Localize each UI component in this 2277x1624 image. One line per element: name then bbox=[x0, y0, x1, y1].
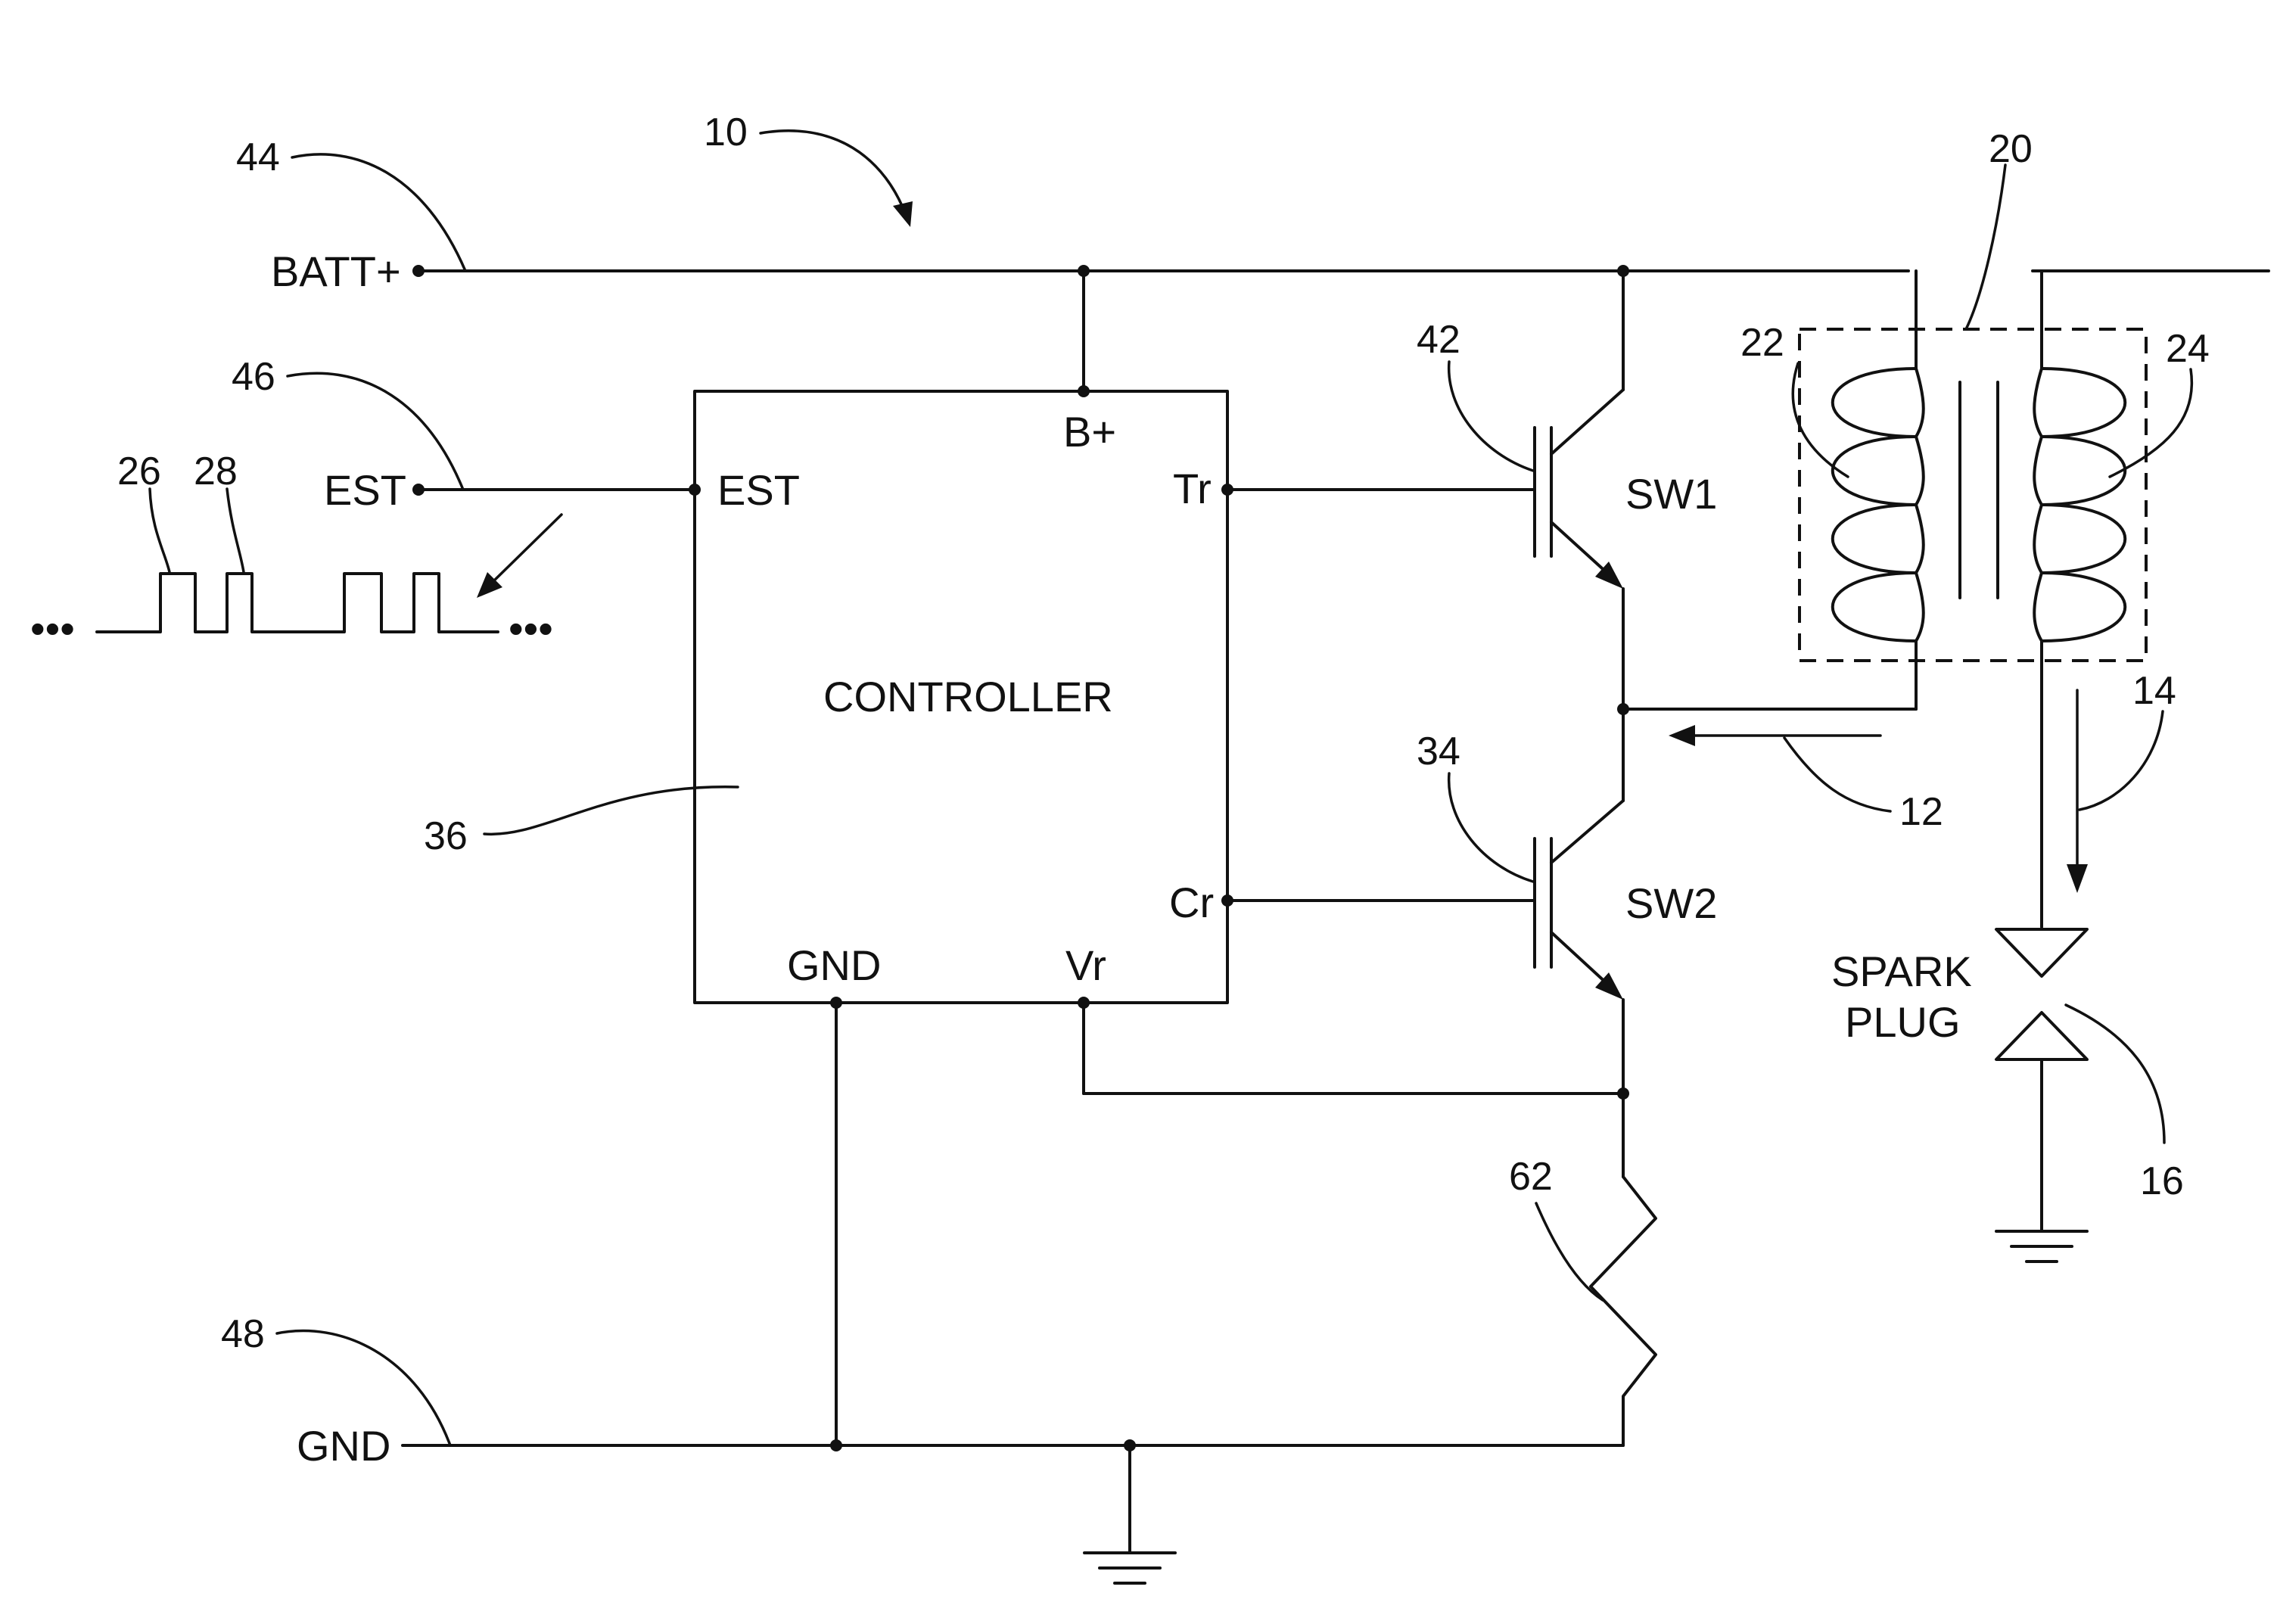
cr-pin-node bbox=[1221, 894, 1233, 907]
ref-20: 20 bbox=[1989, 127, 2033, 171]
pulse-train bbox=[97, 574, 498, 632]
ground-rail: GND 48 bbox=[221, 997, 1623, 1583]
spark-plug-branch: 14 SPARK PLUG 16 bbox=[1831, 669, 2184, 1262]
spark-plug-upper-electrode bbox=[1996, 929, 2087, 976]
current-14-arrowhead bbox=[2067, 864, 2088, 893]
battery-rail: BATT+ 44 bbox=[236, 135, 2269, 295]
system-ref: 10 bbox=[704, 110, 913, 227]
ref-62: 62 bbox=[1509, 1155, 1553, 1199]
spark-plug-lower-electrode bbox=[1996, 1013, 2087, 1059]
ref-36: 36 bbox=[424, 814, 468, 858]
pin-est-label: EST bbox=[717, 466, 800, 514]
spark-plug-label-line2: PLUG bbox=[1845, 998, 1961, 1046]
leader-36 bbox=[484, 787, 738, 835]
current-12-arrowhead bbox=[1669, 725, 1695, 746]
resistor-62 bbox=[1591, 1094, 1656, 1445]
arrowhead-10 bbox=[893, 201, 913, 227]
ref-46: 46 bbox=[232, 355, 275, 399]
gnd-junction-node bbox=[830, 1439, 842, 1451]
spark-plug-label-line1: SPARK bbox=[1831, 947, 1972, 995]
ref-42: 42 bbox=[1417, 318, 1460, 362]
ref-44: 44 bbox=[236, 135, 280, 179]
leader-10-arrow bbox=[761, 131, 908, 221]
ref-28: 28 bbox=[194, 450, 238, 493]
pin-bplus-label: B+ bbox=[1063, 408, 1116, 456]
leader-14 bbox=[2079, 711, 2163, 810]
controller-title: CONTROLLER bbox=[823, 673, 1113, 720]
tr-pin-node bbox=[1221, 484, 1233, 496]
pin-cr-label: Cr bbox=[1169, 879, 1214, 926]
sense-resistor-branch: 62 bbox=[1078, 997, 1656, 1445]
pin-vr-label: Vr bbox=[1065, 941, 1106, 989]
bplus-pin-node bbox=[1078, 385, 1090, 397]
sw2-label: SW2 bbox=[1625, 879, 1717, 927]
batt-terminal-label: BATT+ bbox=[271, 247, 401, 295]
leader-34 bbox=[1449, 773, 1533, 882]
ref-48: 48 bbox=[221, 1312, 265, 1356]
est-waveform: ••• ••• 26 28 bbox=[30, 450, 561, 652]
est-input: EST 46 bbox=[232, 355, 701, 514]
primary-return: 12 bbox=[1617, 703, 1943, 834]
ignition-coil: 20 22 24 bbox=[1740, 127, 2210, 927]
leader-42 bbox=[1449, 362, 1533, 471]
left-ellipsis: ••• bbox=[30, 605, 75, 652]
leader-20 bbox=[1966, 165, 2005, 329]
secondary-winding-24 bbox=[2042, 369, 2125, 641]
vr-pin-node bbox=[1078, 997, 1090, 1009]
leader-12 bbox=[1784, 738, 1890, 811]
ref-12: 12 bbox=[1899, 790, 1943, 834]
ref-14: 14 bbox=[2132, 669, 2176, 713]
batt-terminal-node bbox=[412, 265, 425, 277]
sw1-transistor: SW1 42 bbox=[1221, 271, 1717, 801]
sw2-transistor: SW2 34 bbox=[1221, 730, 1717, 1177]
gnd-terminal-label: GND bbox=[297, 1422, 390, 1470]
waveform-arrow-shaft bbox=[490, 515, 561, 584]
leader-28 bbox=[227, 489, 244, 572]
right-ellipsis: ••• bbox=[509, 605, 553, 652]
ref-26: 26 bbox=[117, 450, 161, 493]
est-terminal-node bbox=[412, 484, 425, 496]
est-terminal-label: EST bbox=[324, 466, 406, 514]
leader-16 bbox=[2066, 1005, 2164, 1143]
ref-24: 24 bbox=[2166, 327, 2210, 371]
primary-winding-22 bbox=[1833, 369, 1916, 641]
ref-16: 16 bbox=[2140, 1159, 2184, 1203]
leader-22 bbox=[1793, 363, 1848, 477]
ref-34: 34 bbox=[1417, 730, 1460, 773]
pin-tr-label: Tr bbox=[1173, 465, 1212, 512]
gnd-pin-node bbox=[830, 997, 842, 1009]
leader-26 bbox=[150, 489, 170, 572]
ref-10: 10 bbox=[704, 110, 748, 154]
sw1-label: SW1 bbox=[1625, 470, 1717, 518]
ref-22: 22 bbox=[1740, 321, 1784, 365]
pin-gnd-label: GND bbox=[787, 941, 881, 989]
